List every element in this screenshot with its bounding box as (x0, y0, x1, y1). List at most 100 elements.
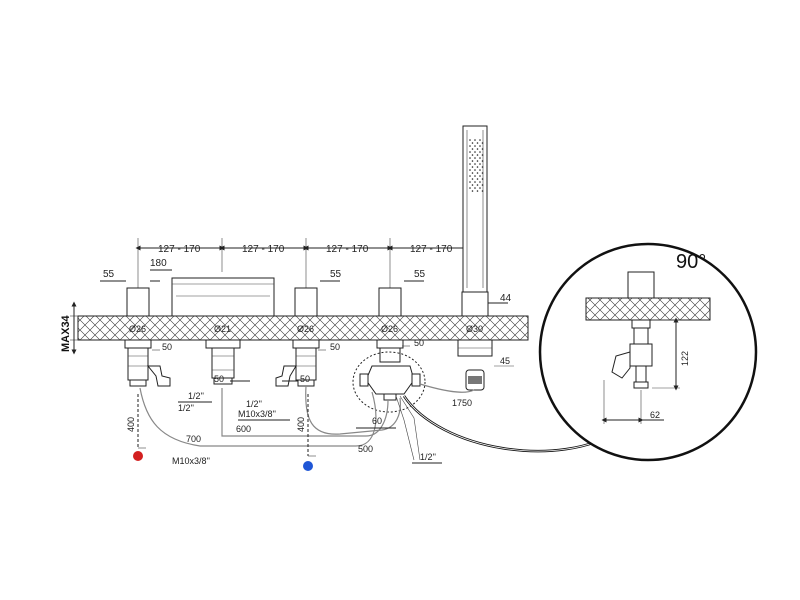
width-label-44: 44 (500, 293, 512, 304)
spacing-label-3: 127 - 170 (326, 244, 369, 255)
spray-dot (471, 148, 474, 150)
thread-label-4: 1/2'' (420, 452, 436, 462)
spray-dot (476, 154, 479, 156)
width-label-55c: 55 (414, 269, 426, 280)
deck-surface (77, 315, 529, 341)
spray-dot (474, 187, 476, 189)
thread-label-3: 1/2'' (246, 399, 262, 409)
spray-dot (479, 175, 481, 177)
diverter-detail-circle (352, 351, 426, 413)
cold-handle-body (294, 287, 318, 317)
spacing-label-4: 127 - 170 (410, 244, 453, 255)
spray-dot (474, 175, 476, 177)
below-deck (124, 339, 493, 413)
spray-dot (481, 142, 484, 144)
spray-dot (481, 178, 484, 180)
spray-dot (469, 187, 471, 189)
spray-dot (474, 163, 476, 165)
length-label-700: 700 (186, 434, 201, 444)
spacing-label-1: 127 - 170 (158, 244, 201, 255)
spray-dot (474, 139, 476, 141)
offset-label-50c: 50 (330, 342, 340, 352)
spray-dot (481, 160, 484, 162)
shower-holder-body (461, 291, 489, 317)
spray-dot (481, 172, 484, 174)
spray-dot (476, 178, 479, 180)
length-dimensions: 400 400 700 600 60 500 1750 (126, 394, 472, 456)
above-deck (126, 125, 489, 317)
diameter-label-5: Ø30 (466, 324, 483, 334)
diameter-label-4: Ø26 (381, 324, 398, 334)
length-label-600: 600 (236, 424, 251, 434)
spray-dot (479, 139, 481, 141)
spray-dot (479, 157, 481, 159)
width-label-55b: 55 (330, 269, 342, 280)
spray-dot (479, 151, 481, 153)
spray-dot (476, 148, 479, 150)
deck-group: MAX34 (60, 301, 529, 355)
diameter-label-2: Ø21 (214, 324, 231, 334)
spray-dot (471, 178, 474, 180)
thread-label-m2: M10x3/8'' (172, 456, 210, 466)
width-label-45: 45 (500, 356, 510, 366)
spray-dot (469, 181, 471, 183)
length-label-400b: 400 (296, 417, 306, 432)
spray-dot (476, 172, 479, 174)
spray-dot (474, 181, 476, 183)
cold-water-indicator (303, 461, 313, 471)
offset-label-50e: 50 (414, 338, 424, 348)
thread-label-2: 1/2'' (178, 403, 194, 413)
width-label-180: 180 (150, 258, 167, 269)
length-label-1750: 1750 (452, 398, 472, 408)
spray-dot (469, 139, 471, 141)
spray-dot (479, 181, 481, 183)
supply-indicators (133, 447, 316, 471)
spray-dot (469, 151, 471, 153)
spray-dot (474, 169, 476, 171)
diverter-handle-body (378, 287, 402, 317)
spray-dot (476, 160, 479, 162)
spray-dot (471, 166, 474, 168)
length-label-500: 500 (358, 444, 373, 454)
diameter-label-1: Ø26 (129, 324, 146, 334)
spray-dot (469, 175, 471, 177)
spray-dot (481, 184, 484, 186)
spray-dot (474, 157, 476, 159)
spray-dot (469, 145, 471, 147)
spray-dot (474, 145, 476, 147)
thread-label-1: 1/2'' (188, 391, 204, 401)
spray-dot (479, 187, 481, 189)
spray-dot (469, 157, 471, 159)
detail-width-label: 62 (650, 410, 660, 420)
spacing-label-2: 127 - 170 (242, 244, 285, 255)
spray-dot (476, 166, 479, 168)
spray-dot (476, 184, 479, 186)
offset-label-50d: 50 (300, 374, 310, 384)
spray-dot (479, 145, 481, 147)
thread-label-m1: M10x3/8'' (238, 409, 276, 419)
spray-dot (471, 172, 474, 174)
spray-dot (479, 169, 481, 171)
spout-body (171, 277, 275, 317)
spray-dot (469, 169, 471, 171)
offset-label-50a: 50 (162, 342, 172, 352)
spray-dot (471, 160, 474, 162)
spray-dot (481, 148, 484, 150)
offset-label-60: 60 (372, 416, 382, 426)
spray-dot (471, 184, 474, 186)
below-dimensions: 50 50 50 50 50 45 (152, 338, 514, 384)
spray-dot (479, 163, 481, 165)
thread-labels: 1/2'' 1/2'' 1/2'' M10x3/8'' M10x3/8'' 1/… (172, 391, 442, 466)
hoses (139, 383, 621, 461)
shower-spray-dots (469, 139, 484, 192)
spray-dot (471, 154, 474, 156)
spray-dot (476, 142, 479, 144)
width-dimensions: 55 180 55 55 44 (100, 258, 512, 304)
spray-dot (476, 190, 479, 192)
angle-label: 90° (676, 251, 706, 273)
spray-dot (471, 142, 474, 144)
hot-water-indicator (133, 451, 143, 461)
length-label-400a: 400 (126, 417, 136, 432)
spray-dot (481, 190, 484, 192)
